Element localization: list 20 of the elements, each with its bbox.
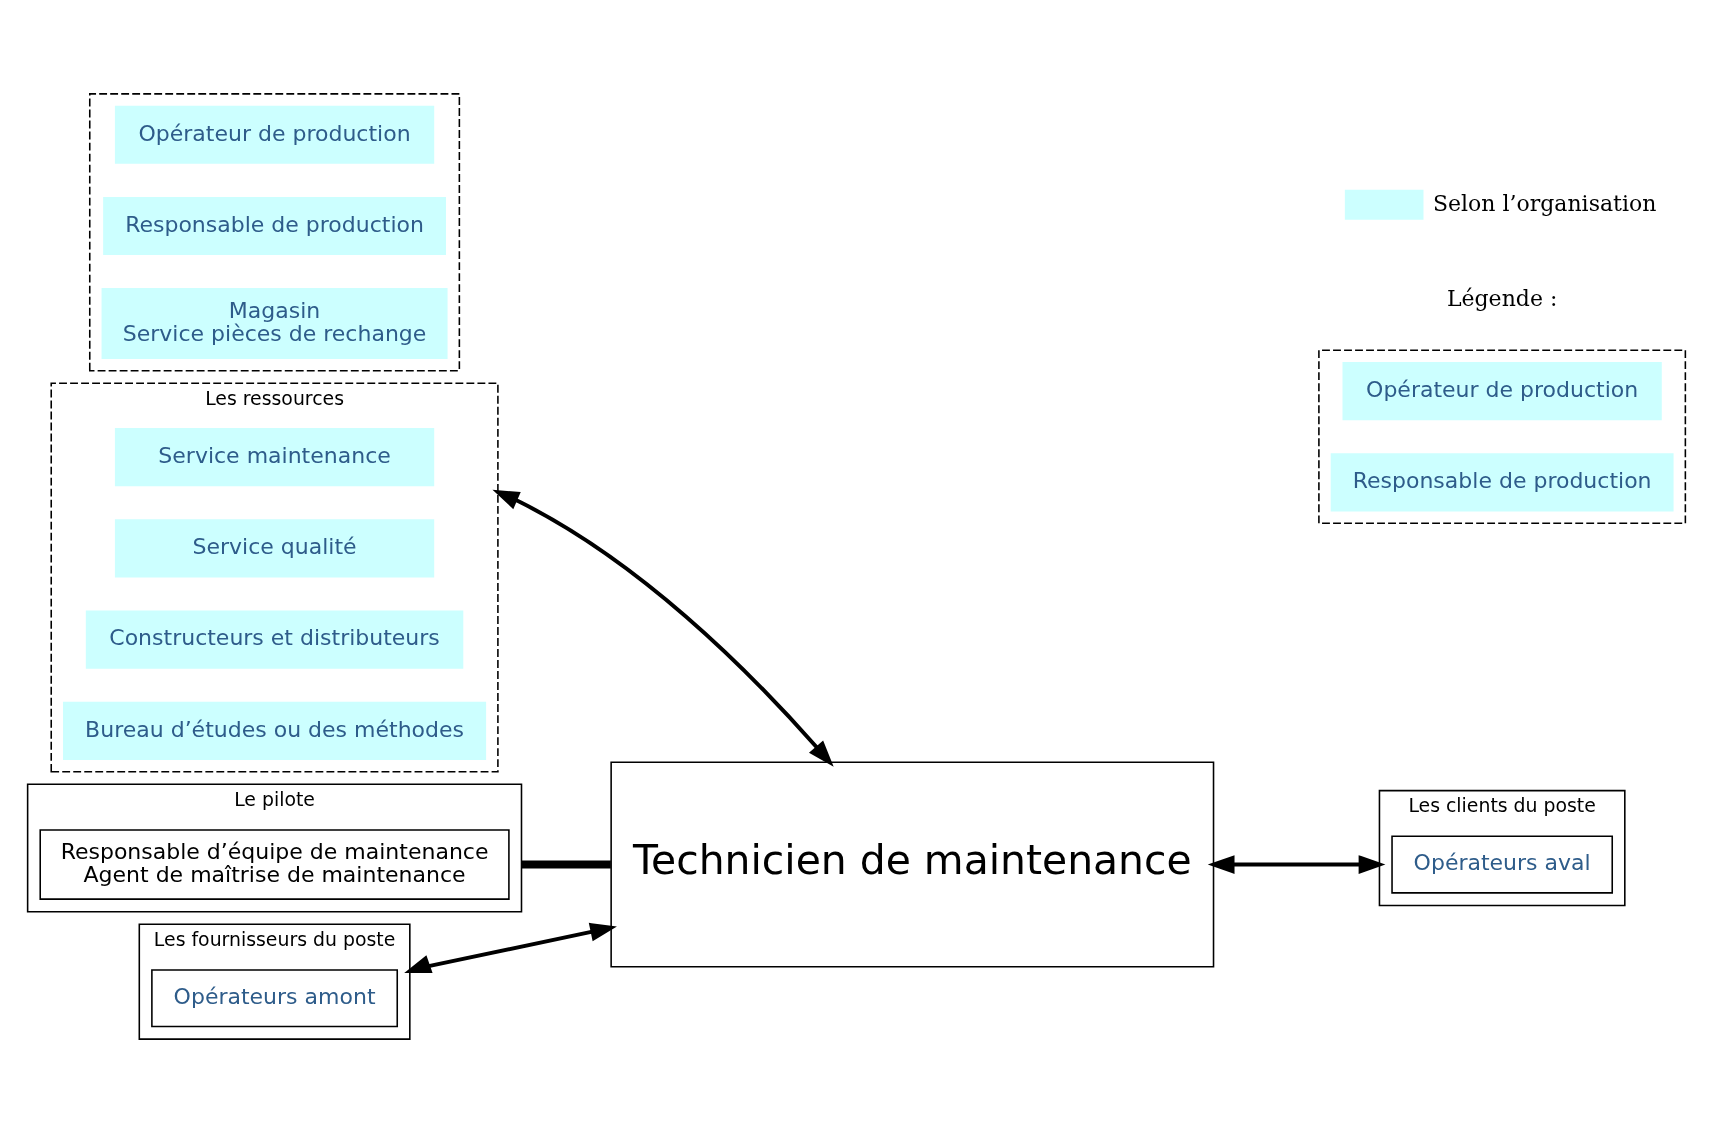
cluster: [1318, 348, 1687, 524]
node-box: Opérateurs aval: [1391, 834, 1613, 894]
arrow: [492, 489, 834, 767]
node-box: Opérateurs amont: [151, 968, 399, 1027]
node-box: Responsable d’équipe de maintenance Agent de maîtrise de maintenance: [39, 828, 510, 900]
label: Légende :: [1446, 285, 1558, 311]
node-box: Magasin Service pièces de rechange: [101, 287, 448, 359]
cluster: [88, 92, 461, 371]
arrow: [404, 922, 617, 973]
node-box: Service maintenance: [114, 427, 435, 486]
node-box: Service qualité: [114, 518, 435, 577]
node-box: Bureau d’études ou des méthodes: [63, 701, 487, 760]
node-box: Constructeurs et distributeurs: [85, 610, 464, 669]
node-box: Responsable de production: [103, 196, 446, 255]
node-box: Technicien de maintenance: [610, 761, 1215, 968]
node-box: Responsable de production: [1330, 452, 1674, 511]
node-box: Opérateur de production: [1342, 361, 1662, 420]
arrow: [1207, 854, 1386, 874]
node-box: Opérateur de production: [114, 105, 435, 164]
legend-label: Selon l’organisation: [1432, 190, 1657, 216]
